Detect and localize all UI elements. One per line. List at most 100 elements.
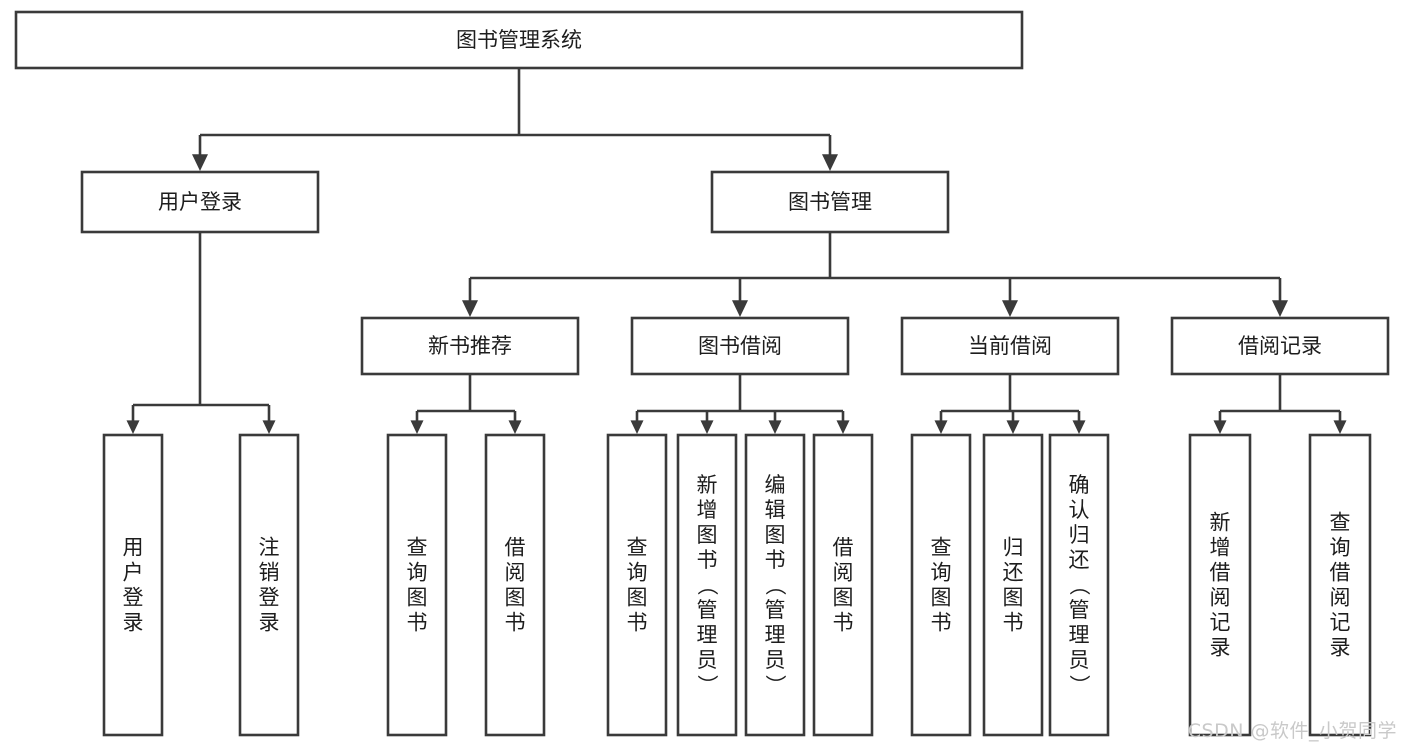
node-level3-1[interactable]: 图书借阅 [630,316,850,376]
node-label-vertical: 用户登录 [123,536,144,635]
svg-text:书: 书 [627,611,648,635]
svg-text:图: 图 [505,586,526,610]
svg-text:员: 员 [697,648,718,672]
node-box [80,170,320,234]
node-level2-0[interactable]: 用户登录 [80,170,320,234]
node-level2-1[interactable]: 图书管理 [710,170,950,234]
svg-text:还: 还 [1003,561,1024,585]
node-level3-2[interactable]: 当前借阅 [900,316,1120,376]
svg-text:管: 管 [697,598,718,622]
svg-text:图: 图 [1003,586,1024,610]
connector-arrowhead [1006,420,1020,434]
svg-text:记: 记 [1210,611,1231,635]
node-box [238,433,300,737]
svg-text:户: 户 [123,561,144,585]
svg-text:借: 借 [505,536,526,560]
node-box [1048,433,1110,737]
svg-text:登: 登 [123,586,144,610]
connector-arrowhead [732,300,748,317]
svg-text:编: 编 [765,473,786,497]
node-box [982,433,1044,737]
svg-text:还: 还 [1069,548,1090,572]
svg-text:管: 管 [765,598,786,622]
svg-text:询: 询 [931,561,952,585]
connector-arrowhead [1272,300,1288,317]
connector-arrowhead [630,420,644,434]
node-box [386,433,448,737]
node-label: 图书管理系统 [456,28,582,52]
node-box [812,433,874,737]
svg-text:录: 录 [1210,636,1231,660]
svg-text:询: 询 [407,561,428,585]
svg-text:（: （ [695,575,719,596]
svg-text:询: 询 [1330,536,1351,560]
svg-text:借: 借 [1210,561,1231,585]
svg-text:阅: 阅 [1210,586,1231,610]
svg-text:书: 书 [1003,611,1024,635]
node-level3-3[interactable]: 借阅记录 [1170,316,1390,376]
svg-text:归: 归 [1069,523,1090,547]
svg-text:理: 理 [765,623,786,647]
node-box [710,170,950,234]
node-label: 图书借阅 [698,334,782,358]
svg-text:新: 新 [697,473,718,497]
svg-text:）: ） [1067,675,1091,696]
svg-text:增: 增 [697,498,718,522]
node-root-图书管理系统[interactable]: 图书管理系统 [14,10,1024,70]
node-box [102,433,164,737]
connector-arrowhead [836,420,850,434]
svg-text:书: 书 [833,611,854,635]
node-level3-0[interactable]: 新书推荐 [360,316,580,376]
svg-text:（: （ [763,575,787,596]
svg-text:辑: 辑 [765,498,786,522]
svg-text:查: 查 [1330,511,1351,535]
connector-arrowhead [768,420,782,434]
svg-text:确: 确 [1069,473,1090,497]
connector-arrowhead [410,420,424,434]
connector-arrowhead [262,420,276,434]
svg-text:员: 员 [1069,648,1090,672]
svg-text:阅: 阅 [1330,586,1351,610]
svg-text:理: 理 [697,623,718,647]
node-box [910,433,972,737]
svg-text:员: 员 [765,648,786,672]
svg-text:录: 录 [259,611,280,635]
connector-arrowhead [1002,300,1018,317]
node-box [360,316,580,376]
svg-text:借: 借 [1330,561,1351,585]
svg-text:登: 登 [259,586,280,610]
svg-text:书: 书 [505,611,526,635]
svg-text:书: 书 [407,611,428,635]
connector-arrowhead [126,420,140,434]
connector-arrowhead [822,154,838,171]
svg-text:图: 图 [931,586,952,610]
node-label: 借阅记录 [1238,334,1322,358]
svg-text:图: 图 [833,586,854,610]
node-label: 用户登录 [158,190,242,214]
node-box [1188,433,1252,737]
connector-arrowhead [934,420,948,434]
node-box [900,316,1120,376]
connector-arrowhead [508,420,522,434]
node-leaf-0[interactable]: 用户登录 [102,433,164,737]
node-label: 当前借阅 [968,334,1052,358]
